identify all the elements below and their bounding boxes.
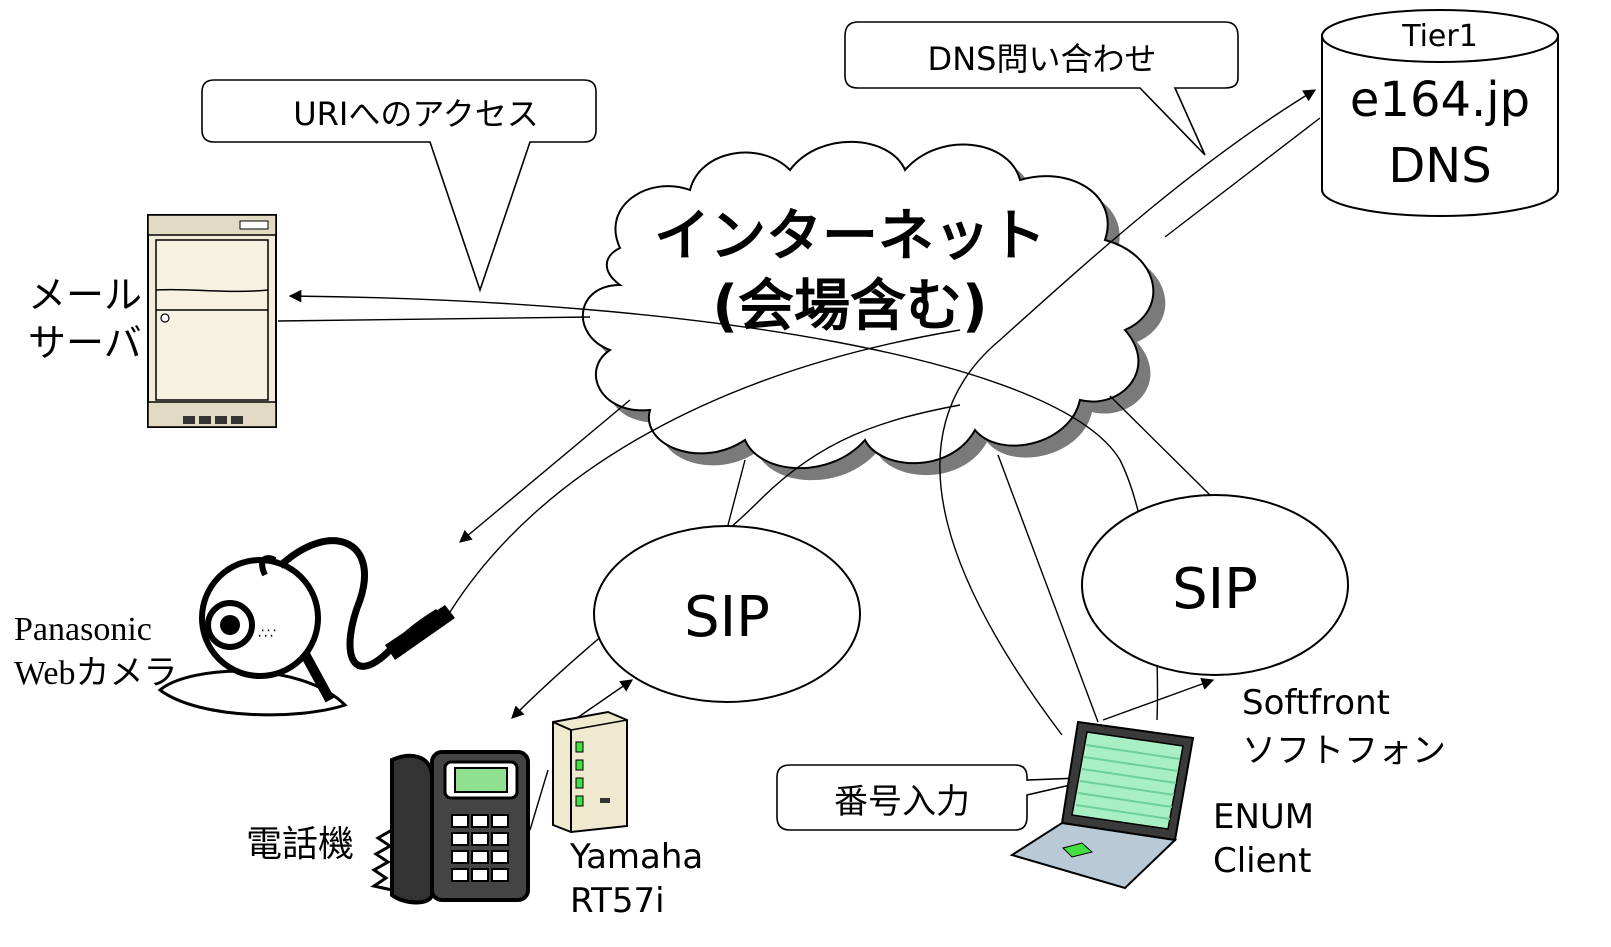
webcam-label-line2: Webカメラ — [14, 655, 177, 692]
callout-dns-query-text: DNS問い合わせ — [928, 40, 1157, 78]
dns-tier-label: Tier1 — [1401, 19, 1478, 54]
internet-label-line2: (会場含む) — [712, 274, 987, 339]
enum-client-label-line1: ENUM — [1213, 797, 1314, 837]
router-label-line2: RT57i — [570, 881, 665, 921]
mail-server-label-line1: メール — [28, 273, 142, 317]
sip-left-label: SIP — [684, 585, 770, 650]
callout-uri-access: URIへのアクセス — [201, 79, 597, 293]
router-icon — [552, 710, 628, 834]
internet-label-line1: インターネット — [654, 204, 1046, 269]
webcam-icon: ∴∵ — [157, 537, 455, 717]
callout-number-input-text: 番号入力 — [834, 782, 970, 822]
mail-server-label-line2: サーバ — [28, 321, 142, 365]
dns-database-icon: Tier1 e164.jp DNS — [1321, 9, 1559, 217]
telephone-label: 電話機 — [246, 824, 354, 865]
webcam-label-line1: Panasonic — [14, 611, 152, 648]
sip-server-right: SIP — [1081, 494, 1349, 676]
enum-client-label-line2: Client — [1213, 841, 1311, 881]
sip-server-left: SIP — [593, 525, 861, 703]
mail-server-icon — [147, 214, 277, 428]
softphone-label-line2: ソフトフォン — [1242, 731, 1446, 771]
softphone-label-line1: Softfront — [1242, 683, 1390, 723]
sip-right-label: SIP — [1172, 557, 1258, 622]
router-label-line1: Yamaha — [569, 837, 703, 877]
laptop-icon — [1009, 720, 1195, 890]
dns-domain-label: e164.jp — [1350, 72, 1530, 128]
callout-uri-access-text: URIへのアクセス — [293, 95, 539, 133]
svg-text:∴∵: ∴∵ — [258, 626, 276, 642]
internet-cloud: インターネット (会場含む) — [582, 140, 1166, 481]
callout-dns-query: DNS問い合わせ — [844, 21, 1239, 156]
dns-label: DNS — [1388, 138, 1491, 194]
callout-number-input: 番号入力 — [776, 764, 1106, 831]
telephone-icon — [370, 750, 530, 905]
